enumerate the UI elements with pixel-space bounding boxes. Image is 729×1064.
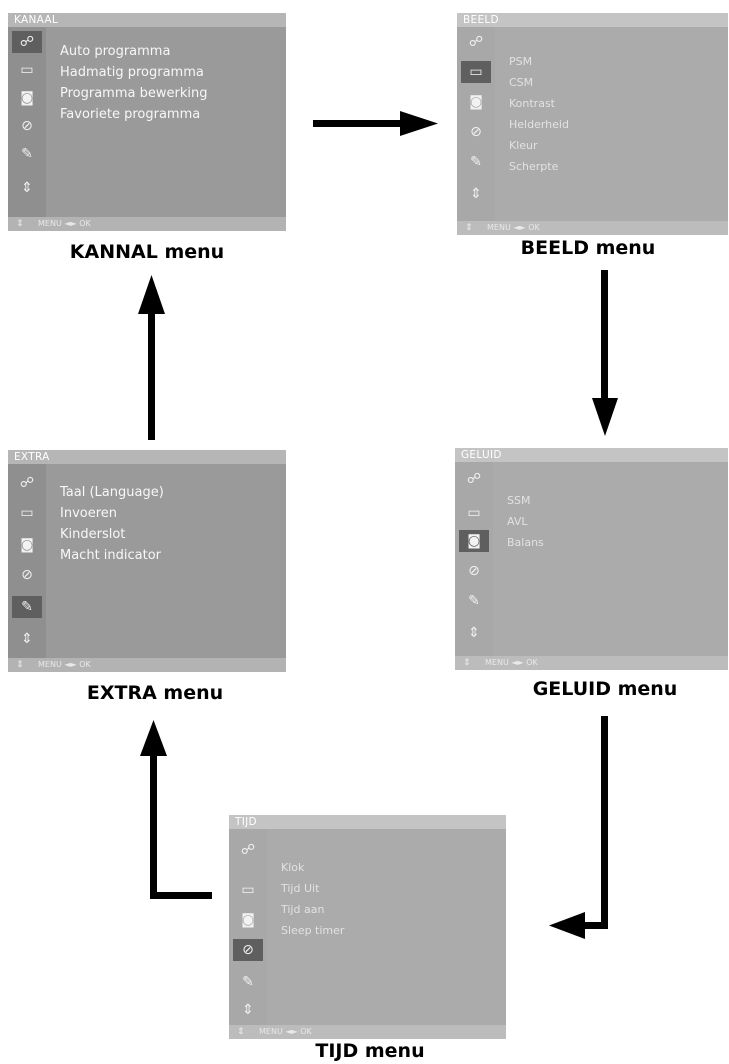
speaker-icon: ◙	[20, 537, 34, 553]
menu-item: AVL	[507, 515, 528, 528]
updown-icon: ⇕	[468, 625, 480, 641]
arrow-geluid-to-tijd	[549, 716, 608, 939]
speaker-icon: ◙	[459, 530, 489, 552]
tijd-menu: TIJD ☍ ▭ ◙ ⊘ ✎ ⇕ Klok Tijd Uit Tijd aan …	[229, 815, 506, 1039]
menu-item: Kleur	[509, 139, 538, 152]
antenna-icon: ☍	[240, 842, 256, 858]
clock-icon: ⊘	[21, 567, 33, 583]
antenna-icon: ☍	[466, 471, 482, 487]
updown-icon: ⇕	[470, 186, 482, 202]
picture-icon: ▭	[20, 505, 34, 521]
arrow-kanaal-to-beeld	[313, 111, 438, 136]
menu-footer: ⇕ MENU ◄► OK	[8, 658, 286, 672]
speaker-icon: ◙	[241, 912, 255, 928]
arrow-tijd-to-extra	[140, 720, 212, 899]
picture-icon: ▭	[20, 62, 34, 78]
menu-item: CSM	[509, 76, 534, 89]
picture-icon: ▭	[461, 61, 491, 83]
arrow-extra-to-kanaal	[138, 275, 165, 440]
antenna-icon: ☍	[12, 31, 42, 53]
extra-menu: EXTRA ☍ ▭ ◙ ⊘ ✎ ⇕ Taal (Language) Invoer…	[8, 450, 286, 672]
menu-body: Taal (Language) Invoeren Kinderslot Mach…	[46, 464, 286, 658]
picture-icon: ▭	[467, 505, 481, 521]
updown-icon: ⇕	[16, 660, 24, 670]
geluid-menu: GELUID ☍ ▭ ◙ ⊘ ✎ ⇕ SSM AVL Balans ⇕ MENU…	[455, 448, 728, 670]
updown-icon: ⇕	[16, 219, 24, 229]
menu-footer: ⇕ MENU ◄► OK	[457, 221, 728, 235]
menu-title: EXTRA	[8, 450, 286, 464]
menu-sidebar: ☍ ▭ ◙ ⊘ ✎ ⇕	[455, 462, 493, 656]
wrench-icon: ✎	[468, 593, 480, 609]
menu-item: Klok	[281, 861, 305, 874]
menu-item: Sleep timer	[281, 924, 345, 937]
menu-item: Balans	[507, 536, 544, 549]
menu-item: Taal (Language)	[60, 485, 164, 500]
menu-body: Klok Tijd Uit Tijd aan Sleep timer	[267, 829, 506, 1025]
updown-icon: ⇕	[21, 180, 33, 196]
updown-icon: ⇕	[465, 223, 473, 233]
menu-item: SSM	[507, 494, 531, 507]
menu-footer: ⇕ MENU ◄► OK	[455, 656, 728, 670]
clock-icon: ⊘	[470, 124, 482, 140]
menu-item: Scherpte	[509, 160, 559, 173]
updown-icon: ⇕	[463, 658, 471, 668]
menu-item: Kinderslot	[60, 527, 126, 542]
menu-item: PSM	[509, 55, 533, 68]
speaker-icon: ◙	[469, 94, 483, 110]
menu-title: BEELD	[457, 13, 728, 27]
clock-icon: ⊘	[233, 939, 263, 961]
kanaal-menu: KANAAL ☍ ▭ ◙ ⊘ ✎ ⇕ Auto programma Hadmat…	[8, 13, 286, 231]
menu-footer: ⇕ MENU ◄► OK	[229, 1025, 506, 1039]
menu-sidebar: ☍ ▭ ◙ ⊘ ✎ ⇕	[229, 829, 267, 1025]
menu-item: Tijd Uit	[281, 882, 320, 895]
picture-icon: ▭	[241, 882, 255, 898]
menu-footer: ⇕ MENU ◄► OK	[8, 217, 286, 231]
menu-item: Auto programma	[60, 44, 171, 59]
menu-item: Helderheid	[509, 118, 569, 131]
menu-title: GELUID	[455, 448, 728, 462]
menu-item: Programma bewerking	[60, 86, 208, 101]
menu-body: Auto programma Hadmatig programma Progra…	[46, 27, 286, 217]
extra-caption: EXTRA menu	[86, 682, 224, 704]
clock-icon: ⊘	[21, 118, 33, 134]
menu-title: KANAAL	[8, 13, 286, 27]
updown-icon: ⇕	[237, 1027, 245, 1037]
beeld-caption: BEELD menu	[520, 237, 656, 259]
menu-body: PSM CSM Kontrast Helderheid Kleur Scherp…	[495, 27, 728, 221]
menu-sidebar: ☍ ▭ ◙ ⊘ ✎ ⇕	[457, 27, 495, 221]
antenna-icon: ☍	[468, 34, 484, 50]
speaker-icon: ◙	[20, 90, 34, 106]
menu-body: SSM AVL Balans	[493, 462, 728, 656]
wrench-icon: ✎	[12, 596, 42, 618]
tijd-caption: TIJD menu	[315, 1040, 425, 1062]
menu-title: TIJD	[229, 815, 506, 829]
menu-sidebar: ☍ ▭ ◙ ⊘ ✎ ⇕	[8, 27, 46, 217]
wrench-icon: ✎	[21, 146, 33, 162]
wrench-icon: ✎	[470, 154, 482, 170]
geluid-caption: GELUID menu	[532, 678, 678, 700]
wrench-icon: ✎	[242, 974, 254, 990]
beeld-menu: BEELD ☍ ▭ ◙ ⊘ ✎ ⇕ PSM CSM Kontrast Helde…	[457, 13, 728, 235]
updown-icon: ⇕	[242, 1002, 254, 1018]
menu-item: Invoeren	[60, 506, 118, 521]
arrow-beeld-to-geluid	[592, 270, 618, 436]
menu-item: Favoriete programma	[60, 107, 201, 122]
antenna-icon: ☍	[19, 475, 35, 491]
updown-icon: ⇕	[21, 631, 33, 647]
menu-item: Kontrast	[509, 97, 555, 110]
menu-item: Hadmatig programma	[60, 65, 204, 80]
menu-item: Tijd aan	[281, 903, 325, 916]
kanaal-caption: KANNAL menu	[69, 241, 225, 263]
clock-icon: ⊘	[468, 563, 480, 579]
menu-item: Macht indicator	[60, 548, 162, 563]
menu-sidebar: ☍ ▭ ◙ ⊘ ✎ ⇕	[8, 464, 46, 658]
